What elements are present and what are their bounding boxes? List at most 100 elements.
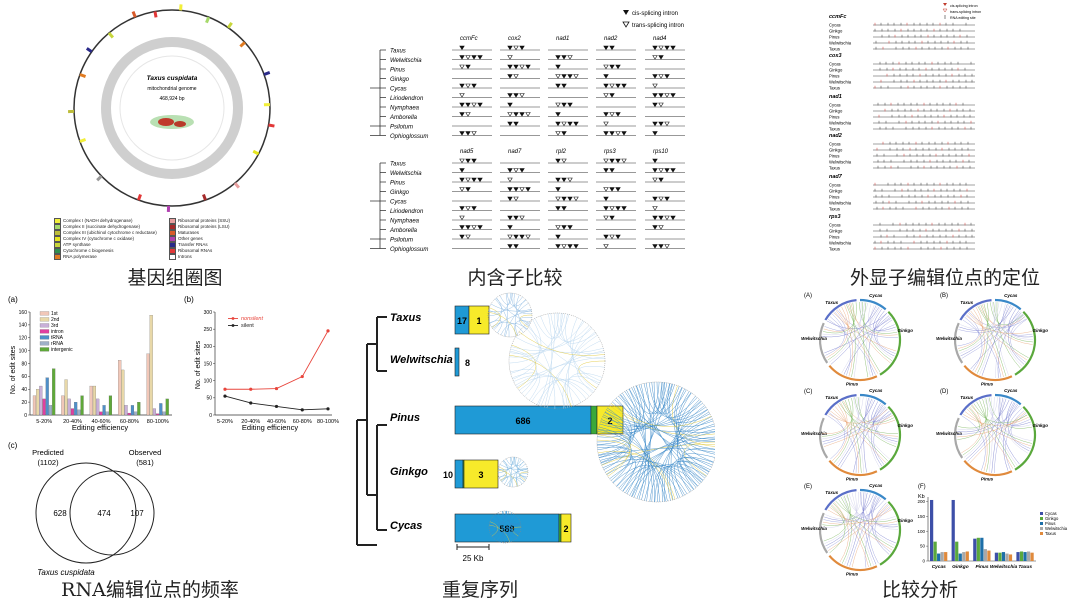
chart-a-ytick: 60 xyxy=(21,374,27,380)
chart-a-ytick: 120 xyxy=(19,336,28,342)
chart-b-ytick: 0 xyxy=(209,413,212,419)
exon-species-label: Welwitschia xyxy=(829,80,852,85)
panel-a-label: (a) xyxy=(8,295,18,304)
circos-label: (C) xyxy=(804,389,812,395)
cis-intron-marker xyxy=(507,121,513,127)
repeat-blue-count: 686 xyxy=(515,416,530,426)
legend-swatch xyxy=(54,236,61,242)
trans-intron-marker xyxy=(459,215,465,221)
trans-intron-marker xyxy=(555,196,561,202)
venn-right-title: Observed xyxy=(129,448,162,457)
trans-intron-marker xyxy=(507,55,513,60)
trans-intron-marker xyxy=(609,112,615,117)
chart-a-ytick: 100 xyxy=(19,348,28,354)
trans-intron-marker xyxy=(513,168,519,173)
chart-a-legend-swatch xyxy=(39,323,50,328)
gene-block xyxy=(179,4,183,11)
chart-f-bar xyxy=(930,499,934,561)
repeat-blue-count: 8 xyxy=(465,358,470,368)
trans-intron-marker xyxy=(603,121,609,127)
cis-intron-marker xyxy=(465,225,471,230)
chart-f-xtick: Ginkgo xyxy=(952,564,969,570)
cis-intron-marker xyxy=(652,158,658,164)
genome-legend-item: Ribosomal RNAs xyxy=(169,248,280,254)
chart-a-ytick: 80 xyxy=(21,361,27,367)
trans-intron-marker xyxy=(471,102,477,108)
chart-a-bar xyxy=(165,398,169,416)
chart-b-lines xyxy=(223,329,330,412)
circos-taxon-label: Cycas xyxy=(1004,293,1018,298)
intron-species-label: Cycas xyxy=(390,200,407,206)
chart-a-bar xyxy=(102,405,106,416)
chart-a-bar xyxy=(96,398,100,416)
cis-intron-marker xyxy=(513,234,519,240)
genome-legend-item: Ribosomal proteins (LSU) xyxy=(169,224,280,230)
chart-a-bar xyxy=(162,411,166,416)
chart-f-bar xyxy=(951,499,955,561)
chart-a-legend-label: 3rd xyxy=(51,323,58,329)
exon-species-label: Taxus xyxy=(829,207,840,212)
chart-f-legend-label: Pinus xyxy=(1045,521,1055,526)
genome-legend-item: RNA polymerase xyxy=(54,254,165,260)
circos-taxon-label: Welwitschia xyxy=(936,336,962,341)
cis-intron-marker xyxy=(561,131,567,136)
chart-b-xtick: 20-40% xyxy=(241,419,260,425)
trans-intron-marker xyxy=(609,83,615,89)
trans-intron-marker xyxy=(603,215,609,221)
circos-label: (D) xyxy=(940,389,948,395)
chart-a-legend-swatch xyxy=(39,311,50,316)
exon-species-label: Pinus xyxy=(829,115,839,120)
caption-genome: 基因组圈图 xyxy=(127,267,223,289)
circos-taxon-label: Welwitschia xyxy=(801,336,827,341)
chart-a-ytick: 0 xyxy=(24,413,27,419)
chart-a-bar xyxy=(80,395,84,416)
exon-species-label: Ginkgo xyxy=(829,148,843,153)
chart-a-bar xyxy=(70,408,75,416)
exon-legend: cis-splicing intron trans-splicing intro… xyxy=(942,3,981,20)
intron-gene-label: nad2 xyxy=(604,36,618,42)
cis-intron-marker xyxy=(513,121,519,127)
cis-intron-marker xyxy=(561,196,567,202)
chart-a-bar xyxy=(134,411,138,416)
chart-f-xtick: Pinus xyxy=(975,564,988,570)
legend-swatch xyxy=(54,242,61,248)
chart-b-point xyxy=(223,394,227,398)
cis-intron-marker xyxy=(459,225,465,230)
chart-b-point xyxy=(326,407,330,411)
chart-f-ytick: 150 xyxy=(917,514,925,519)
chart-a-legend-swatch xyxy=(39,335,50,340)
legend-swatch xyxy=(54,224,61,230)
chart-a-bar xyxy=(159,403,163,416)
legend-label: Complex III (ubichinol cytochrome c redu… xyxy=(63,230,157,235)
venn-left-circle xyxy=(35,462,137,564)
cis-intron-marker xyxy=(603,196,609,202)
cis-intron-marker xyxy=(652,93,658,98)
cis-intron-marker xyxy=(459,206,465,211)
repeat-yellow-count: 2 xyxy=(607,416,612,426)
chart-a-xtick: 80-100% xyxy=(147,419,169,425)
venn-both: 474 xyxy=(97,509,111,518)
intron-species-label: Ophioglossum xyxy=(390,247,428,253)
cis-intron-marker xyxy=(471,158,477,164)
genome-svg: Taxus cuspidata mitochondrial genome 468… xyxy=(68,4,275,212)
cis-intron-marker xyxy=(459,177,465,183)
trans-intron-marker xyxy=(525,112,531,117)
exon-species-label: Ginkgo xyxy=(829,68,843,73)
genome-legend-item: Introns xyxy=(169,254,280,260)
circos-taxon-label: Taxus xyxy=(825,395,838,400)
cis-intron-marker xyxy=(561,225,567,230)
legend-swatch xyxy=(169,218,176,224)
chart-f-legend-swatch xyxy=(1040,522,1043,525)
intron-species-label: Amborella xyxy=(389,115,418,121)
trans-intron-marker xyxy=(561,158,567,164)
exon-species-label: Welwitschia xyxy=(829,160,852,165)
cis-intron-marker xyxy=(471,206,477,211)
cis-intron-marker xyxy=(615,187,621,192)
caption-intron: 内含子比较 xyxy=(467,267,563,289)
circos-taxon-label: Cycas xyxy=(869,293,883,298)
cis-intron-marker xyxy=(471,55,477,60)
cis-intron-marker xyxy=(525,64,531,70)
cis-intron-marker xyxy=(609,215,615,221)
circos-taxon-label: Pinus xyxy=(981,476,994,481)
